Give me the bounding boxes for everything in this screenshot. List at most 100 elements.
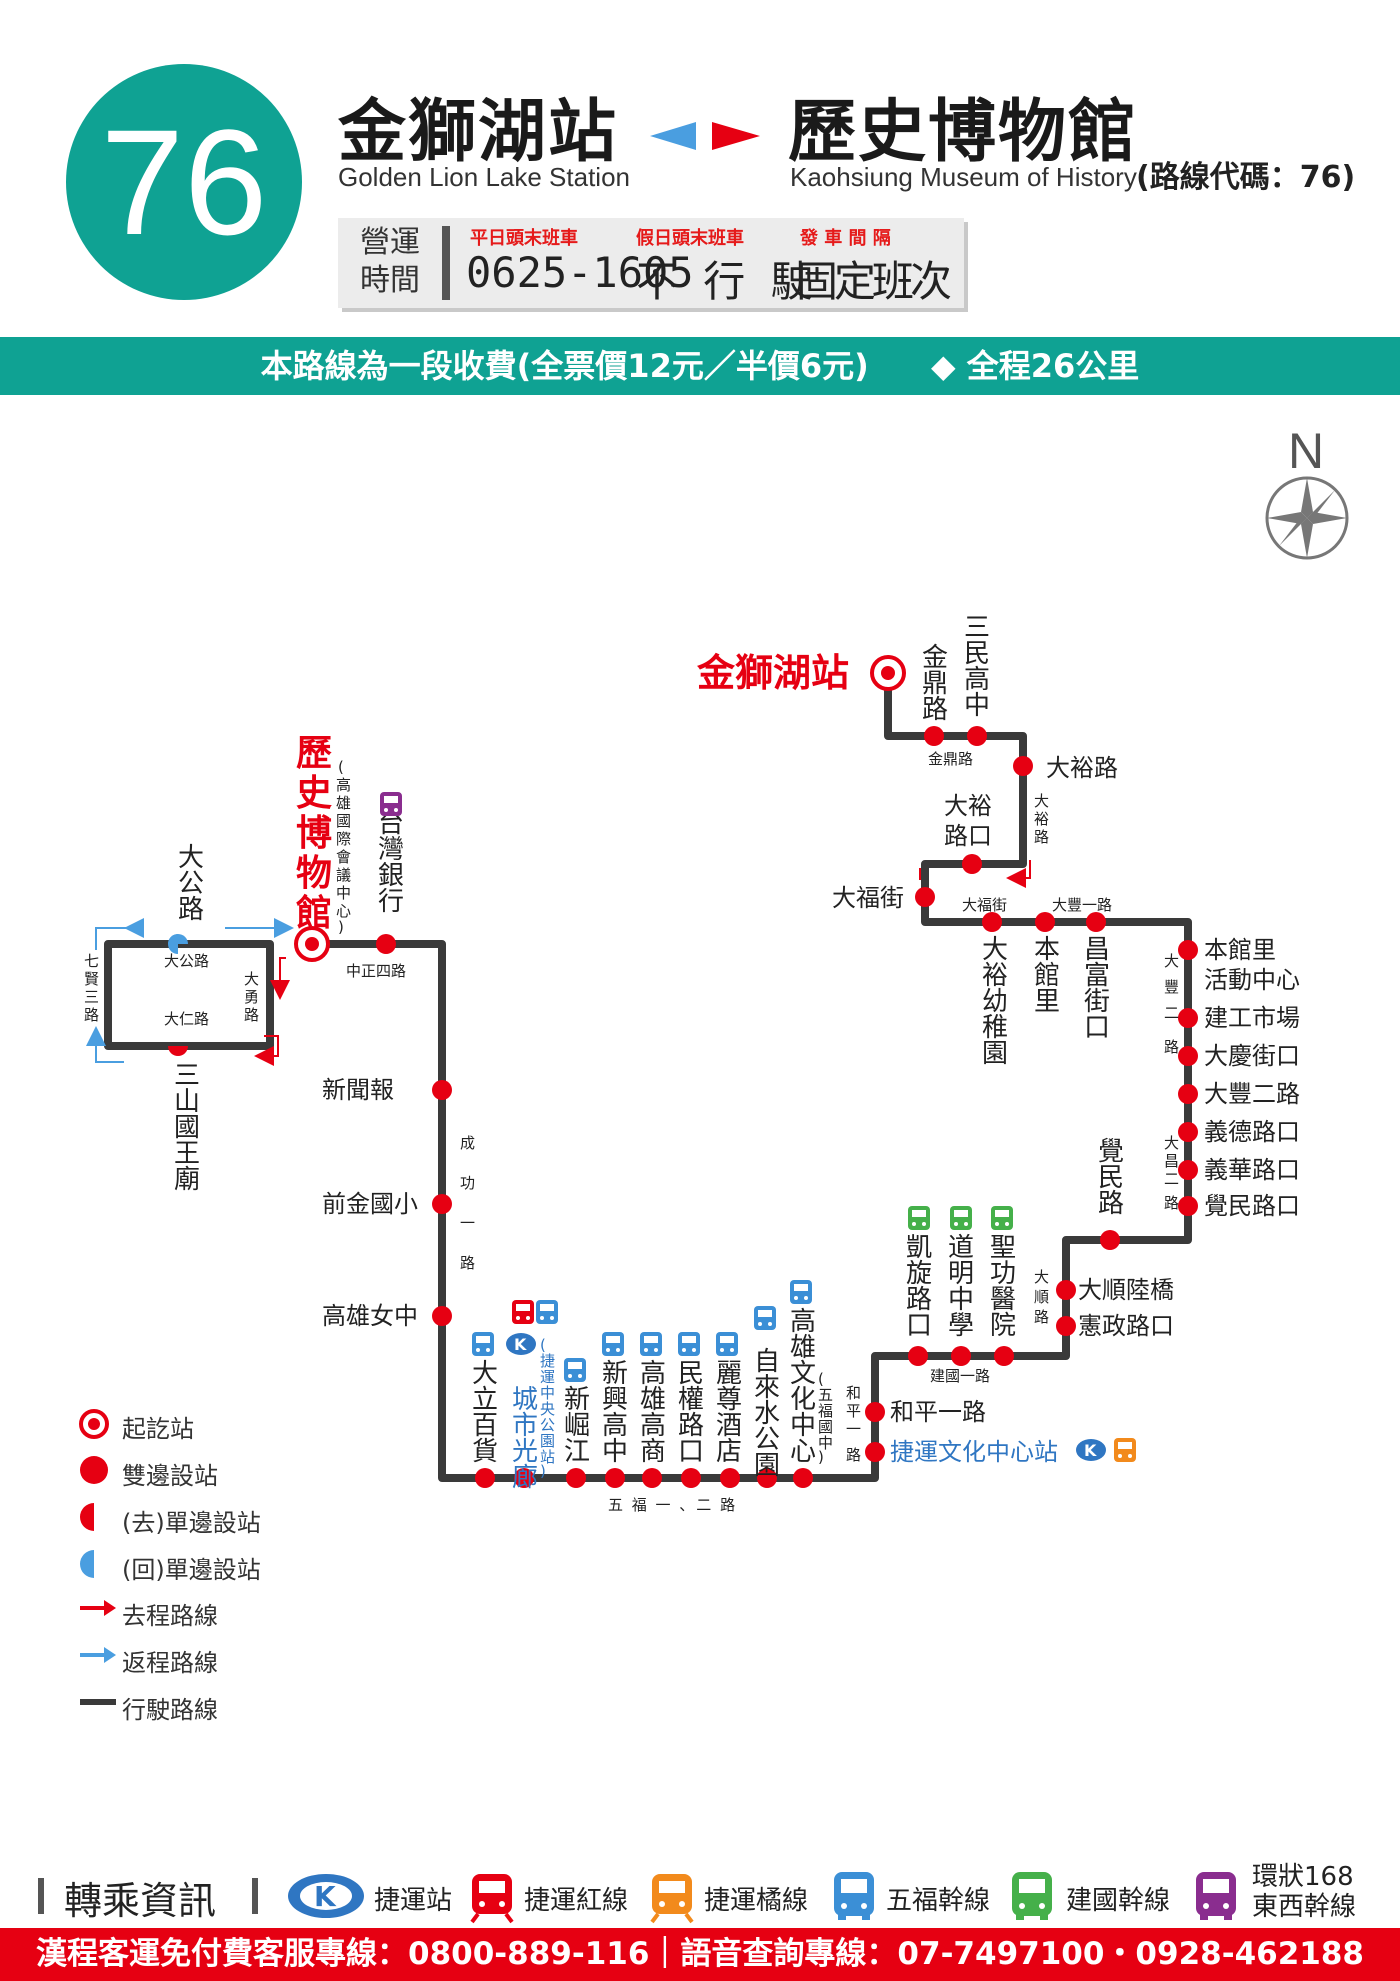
wufu-bus-icon bbox=[678, 1332, 700, 1356]
end-terminal-note: (高雄國際會議中心) bbox=[336, 758, 351, 936]
main-route-line bbox=[312, 673, 1192, 1482]
svg-text:和平一路: 和平一路 bbox=[846, 1384, 861, 1464]
jianguo-bus-icon bbox=[991, 1206, 1013, 1230]
transfer-circular: 環狀168 東西幹線 bbox=[1252, 1862, 1356, 1922]
mrt-station-icon: K bbox=[1076, 1439, 1106, 1461]
svg-text:大福街: 大福街 bbox=[962, 896, 1007, 914]
svg-text:大勇路: 大勇路 bbox=[244, 970, 259, 1024]
svg-text:新崛江: 新崛江 bbox=[564, 1385, 590, 1467]
stop-dayu-rd: 大裕路 bbox=[1046, 754, 1118, 782]
fare-text: 本路線為一段收費(全票價12元／半價6元) bbox=[260, 347, 869, 385]
svg-text:覺民路: 覺民路 bbox=[1098, 1137, 1124, 1219]
stop-dayu-kou-1: 大裕 bbox=[944, 792, 992, 820]
destination-title-en: Kaohsiung Museum of History bbox=[790, 162, 1137, 192]
stop-dashun: 大順陸橋 bbox=[1078, 1276, 1174, 1304]
route-number-badge: 76 bbox=[66, 64, 302, 300]
map-bus-icons: K K bbox=[380, 792, 1136, 1462]
stop-dafeng2: 大豐二路 bbox=[1204, 1080, 1300, 1108]
direction-arrows-icon bbox=[650, 122, 760, 150]
svg-text:三民高中: 三民高中 bbox=[964, 613, 990, 721]
weekday-head: 平日頭末班車 bbox=[470, 228, 578, 249]
route-map: N bbox=[84, 423, 1349, 1514]
route-line-legend-icon bbox=[78, 1690, 118, 1718]
legend-outbound-half: (去)單邊設站 bbox=[122, 1509, 261, 1537]
jianguo-transfer-icon bbox=[1010, 1870, 1054, 1926]
fare-band: 本路線為一段收費(全票價12元／半價6元) ◆ 全程26公里 bbox=[0, 337, 1400, 395]
circular-transfer-icon bbox=[1194, 1870, 1238, 1926]
wufu-bus-icon bbox=[602, 1332, 624, 1356]
svg-text:聖功醫院: 聖功醫院 bbox=[990, 1233, 1016, 1341]
hotline-bar: 漢程客運免付費客服專線：0800-889-116｜語音查詢專線：07-74971… bbox=[0, 1928, 1400, 1981]
wufu-bus-icon bbox=[472, 1332, 494, 1356]
svg-text:中正四路: 中正四路 bbox=[346, 962, 406, 980]
svg-text:高雄高商: 高雄高商 bbox=[640, 1359, 666, 1467]
legend-return-route: 返程路線 bbox=[122, 1649, 218, 1677]
legend-outbound-route: 去程路線 bbox=[122, 1602, 218, 1630]
transfer-mrt-red: 捷運紅線 bbox=[524, 1886, 629, 1916]
stop-yide: 義德路口 bbox=[1204, 1118, 1300, 1146]
mrt-station-icon: K bbox=[506, 1333, 536, 1355]
mrt-red-transfer-icon bbox=[470, 1872, 514, 1928]
outbound-arrow-legend-icon bbox=[78, 1596, 118, 1624]
stop-juemin-kou: 覺民路口 bbox=[1204, 1192, 1300, 1220]
circular-bus-icon bbox=[380, 792, 402, 816]
svg-text:大豐二路: 大豐二路 bbox=[1164, 952, 1179, 1056]
wufu-bus-icon bbox=[754, 1306, 776, 1330]
terminal-start-marker bbox=[870, 655, 906, 691]
transfer-circular-2: 東西幹線 bbox=[1252, 1892, 1357, 1922]
jianguo-bus-icon bbox=[908, 1206, 930, 1230]
svg-text:本館里: 本館里 bbox=[1034, 935, 1060, 1017]
compass-icon: N bbox=[1265, 423, 1349, 560]
stop-girls-hs: 高雄女中 bbox=[322, 1302, 418, 1330]
legend-return-half: (回)單邊設站 bbox=[122, 1556, 261, 1584]
stop-dafu: 大福街 bbox=[832, 884, 904, 912]
transfer-info-bar: 轉乘資訊 K 捷運站 捷運紅線 捷運橘線 五福幹線 建國幹線 環狀168 東西幹… bbox=[0, 1858, 1400, 1928]
stop-daqing: 大慶街口 bbox=[1204, 1042, 1300, 1070]
interval-value: 固定班次 bbox=[796, 257, 952, 306]
hours-divider bbox=[442, 226, 450, 300]
terminal-end-marker bbox=[294, 926, 330, 962]
svg-text:三山國王廟: 三山國王廟 bbox=[174, 1061, 200, 1195]
svg-text:大裕路: 大裕路 bbox=[1034, 792, 1049, 846]
end-terminal-label: 歷史博物館 bbox=[296, 733, 332, 934]
stop-mrt-culture: 捷運文化中心站 bbox=[890, 1438, 1058, 1466]
compass-letter: N bbox=[1288, 423, 1324, 479]
svg-text:台灣銀行: 台灣銀行 bbox=[378, 809, 404, 917]
return-half-legend-icon bbox=[78, 1546, 114, 1586]
outbound-half-stop bbox=[168, 1046, 188, 1056]
route-code: (路線代碼：76) bbox=[1136, 160, 1356, 195]
stop-qianjin: 前金國小 bbox=[322, 1190, 418, 1218]
svg-text:大立百貨: 大立百貨 bbox=[472, 1359, 498, 1467]
vertical-stop-labels: 金鼎路 三民高中 大裕幼稚園 本館里 昌富街口 覺民路 聖功醫院 道明中學 凱旋… bbox=[174, 613, 1124, 1493]
distance-text: ◆ 全程26公里 bbox=[931, 347, 1140, 385]
stop-xianzheng: 憲政路口 bbox=[1078, 1312, 1174, 1340]
svg-text:民權路口: 民權路口 bbox=[678, 1359, 704, 1467]
mrt-red-icon bbox=[512, 1300, 534, 1324]
transfer-wufu: 五福幹線 bbox=[886, 1886, 991, 1916]
stop-yihua: 義華路口 bbox=[1204, 1156, 1300, 1184]
wufu-bus-icon bbox=[716, 1332, 738, 1356]
start-terminal-label: 金獅湖站 bbox=[696, 651, 849, 695]
return-arrow-legend-icon bbox=[78, 1643, 118, 1671]
transfer-mrt-station: 捷運站 bbox=[374, 1886, 453, 1916]
legend-route-line: 行駛路線 bbox=[122, 1696, 218, 1724]
transfer-circular-1: 環狀168 bbox=[1252, 1862, 1354, 1892]
operating-hours-panel: 營運 時間 平日頭末班車 0625-1605 假日頭末班車 不 行 駛 發 車 … bbox=[338, 218, 964, 308]
stop-dayu-kou-2: 路口 bbox=[944, 822, 992, 850]
transfer-divider-right bbox=[252, 1878, 258, 1914]
wufu-bus-icon bbox=[790, 1280, 812, 1304]
culture-note: (五福國中) bbox=[818, 1370, 833, 1466]
svg-text:高雄文化中心: 高雄文化中心 bbox=[790, 1307, 816, 1467]
mrt-orange-transfer-icon bbox=[650, 1872, 694, 1928]
stop-benguan-center-1: 本館里 bbox=[1204, 936, 1276, 964]
svg-text:凱旋路口: 凱旋路口 bbox=[906, 1233, 932, 1341]
origin-title-en: Golden Lion Lake Station bbox=[338, 162, 630, 192]
svg-text:K: K bbox=[1084, 1441, 1097, 1460]
mrt-station-transfer-icon: K bbox=[286, 1870, 366, 1926]
interval-head: 發 車 間 隔 bbox=[800, 228, 891, 249]
city-gallery-note: (捷運中央公園站) bbox=[540, 1336, 555, 1480]
jianguo-bus-icon bbox=[950, 1206, 972, 1230]
svg-text:K: K bbox=[514, 1335, 527, 1354]
svg-text:大仁路: 大仁路 bbox=[164, 1010, 209, 1028]
svg-text:大公路: 大公路 bbox=[164, 952, 209, 970]
